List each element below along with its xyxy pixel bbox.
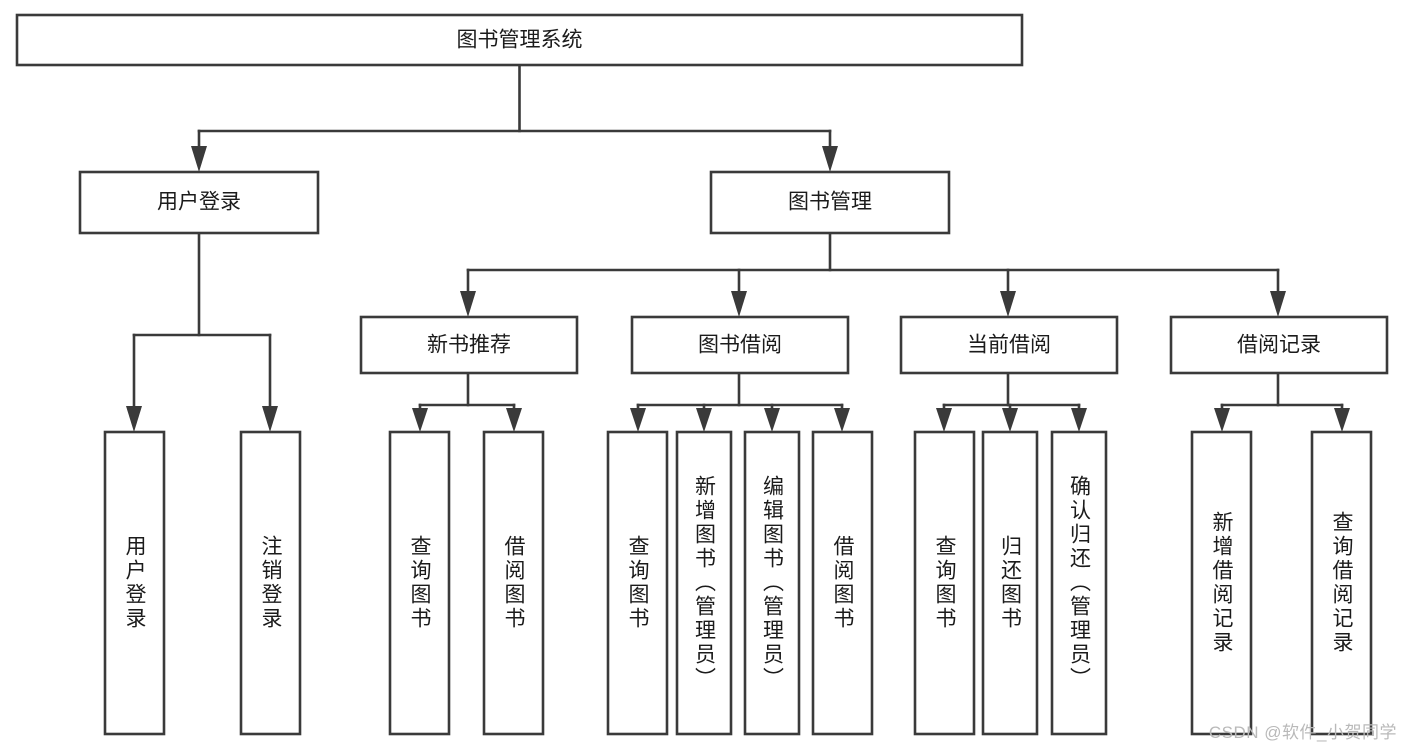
node-borrow-record-label: 借阅记录: [1237, 334, 1321, 357]
arrow-head-leaf-add-record: [1214, 408, 1230, 432]
node-leaf-query-record[interactable]: 查询借阅记录: [1310, 430, 1373, 736]
arrow-head-current-borrow: [1000, 291, 1016, 317]
edge-group-book-borrow: [630, 371, 850, 432]
node-current-borrow[interactable]: 当前借阅: [899, 315, 1119, 375]
node-borrow-record-box[interactable]: [1169, 315, 1389, 375]
node-current-borrow-box[interactable]: [899, 315, 1119, 375]
arrow-head-leaf-borrow-book-2: [834, 408, 850, 432]
node-leaf-user-logout-label: 注销登录: [259, 535, 283, 631]
arrow-head-leaf-user-logout: [262, 406, 278, 432]
node-leaf-query-book-2-label: 查询图书: [626, 535, 650, 631]
node-user-login[interactable]: 用户登录: [78, 170, 320, 235]
node-leaf-add-book-label: 新增图书（管理员）: [693, 475, 717, 691]
arrow-head-leaf-user-login: [126, 406, 142, 432]
node-new-book-recommend-label: 新书推荐: [427, 334, 511, 357]
node-leaf-edit-book-label: 编辑图书（管理员）: [761, 475, 785, 691]
edge-group-new-book-recommend: [412, 371, 522, 432]
node-leaf-user-logout-box[interactable]: [239, 430, 302, 736]
node-leaf-add-book-box[interactable]: [675, 430, 733, 736]
node-root-label: 图书管理系统: [457, 29, 583, 52]
edge-group-borrow-record: [1214, 371, 1350, 432]
node-leaf-query-book-2[interactable]: 查询图书: [606, 430, 669, 736]
arrow-head-book-management: [822, 146, 838, 172]
arrow-head-user-login: [191, 146, 207, 172]
arrow-head-leaf-add-book: [696, 408, 712, 432]
node-leaf-borrow-book-2-box[interactable]: [811, 430, 874, 736]
node-user-login-box[interactable]: [78, 170, 320, 235]
node-leaf-borrow-book-2-label: 借阅图书: [831, 535, 855, 631]
node-leaf-return-book[interactable]: 归还图书: [981, 430, 1039, 736]
node-leaf-borrow-book-2[interactable]: 借阅图书: [811, 430, 874, 736]
arrow-head-borrow-record: [1270, 291, 1286, 317]
node-book-management[interactable]: 图书管理: [709, 170, 951, 235]
node-leaf-query-book-3-box[interactable]: [913, 430, 976, 736]
node-book-management-label: 图书管理: [788, 191, 872, 214]
node-leaf-borrow-book-1[interactable]: 借阅图书: [482, 430, 545, 736]
node-leaf-add-record-box[interactable]: [1190, 430, 1253, 736]
node-book-management-box[interactable]: [709, 170, 951, 235]
arrow-head-leaf-query-book-2: [630, 408, 646, 432]
node-leaf-confirm-return-box[interactable]: [1050, 430, 1108, 736]
node-leaf-query-book-3[interactable]: 查询图书: [913, 430, 976, 736]
node-leaf-query-book-1[interactable]: 查询图书: [388, 430, 451, 736]
node-current-borrow-label: 当前借阅: [967, 334, 1051, 357]
node-leaf-user-login-label: 用户登录: [123, 535, 147, 631]
node-leaf-confirm-return[interactable]: 确认归还（管理员）: [1050, 430, 1108, 736]
node-book-borrow-box[interactable]: [630, 315, 850, 375]
node-leaf-query-book-1-label: 查询图书: [408, 535, 432, 631]
arrow-head-leaf-edit-book: [764, 408, 780, 432]
edge-group-root: [191, 63, 838, 172]
arrow-head-leaf-query-book-3: [936, 408, 952, 432]
node-book-borrow[interactable]: 图书借阅: [630, 315, 850, 375]
arrow-head-leaf-query-book-1: [412, 408, 428, 432]
node-leaf-add-record-label: 新增借阅记录: [1210, 511, 1234, 655]
edge-group-current-borrow: [936, 371, 1087, 432]
arrow-head-leaf-return-book: [1002, 408, 1018, 432]
arrow-head-leaf-query-record: [1334, 408, 1350, 432]
node-leaf-user-login-box[interactable]: [103, 430, 166, 736]
node-leaf-query-book-2-box[interactable]: [606, 430, 669, 736]
node-leaf-edit-book[interactable]: 编辑图书（管理员）: [743, 430, 801, 736]
arrow-head-book-borrow: [731, 291, 747, 317]
node-leaf-return-book-label: 归还图书: [999, 535, 1023, 631]
node-leaf-user-logout[interactable]: 注销登录: [239, 430, 302, 736]
edge-group-user-login: [126, 231, 278, 432]
node-book-borrow-label: 图书借阅: [698, 334, 782, 357]
node-leaf-add-record[interactable]: 新增借阅记录: [1190, 430, 1253, 736]
csdn-watermark: CSDN @软件_小贺同学: [1208, 723, 1397, 742]
edge-group-book-management: [460, 231, 1286, 317]
node-leaf-borrow-book-1-box[interactable]: [482, 430, 545, 736]
node-leaf-edit-book-box[interactable]: [743, 430, 801, 736]
arrow-head-leaf-confirm-return: [1071, 408, 1087, 432]
node-root-box[interactable]: [15, 13, 1024, 67]
node-root[interactable]: 图书管理系统: [15, 13, 1024, 67]
node-leaf-query-record-label: 查询借阅记录: [1330, 511, 1354, 655]
node-leaf-query-book-3-label: 查询图书: [933, 535, 957, 631]
node-new-book-recommend-box[interactable]: [359, 315, 579, 375]
node-leaf-query-record-box[interactable]: [1310, 430, 1373, 736]
node-leaf-borrow-book-1-label: 借阅图书: [502, 535, 526, 631]
node-new-book-recommend[interactable]: 新书推荐: [359, 315, 579, 375]
node-leaf-query-book-1-box[interactable]: [388, 430, 451, 736]
node-leaf-confirm-return-label: 确认归还（管理员）: [1068, 475, 1092, 691]
node-user-login-label: 用户登录: [157, 191, 241, 214]
arrow-head-leaf-borrow-book-1: [506, 408, 522, 432]
node-borrow-record[interactable]: 借阅记录: [1169, 315, 1389, 375]
node-leaf-add-book[interactable]: 新增图书（管理员）: [675, 430, 733, 736]
node-leaf-return-book-box[interactable]: [981, 430, 1039, 736]
arrow-head-new-book-recommend: [460, 291, 476, 317]
node-leaf-user-login[interactable]: 用户登录: [103, 430, 166, 736]
